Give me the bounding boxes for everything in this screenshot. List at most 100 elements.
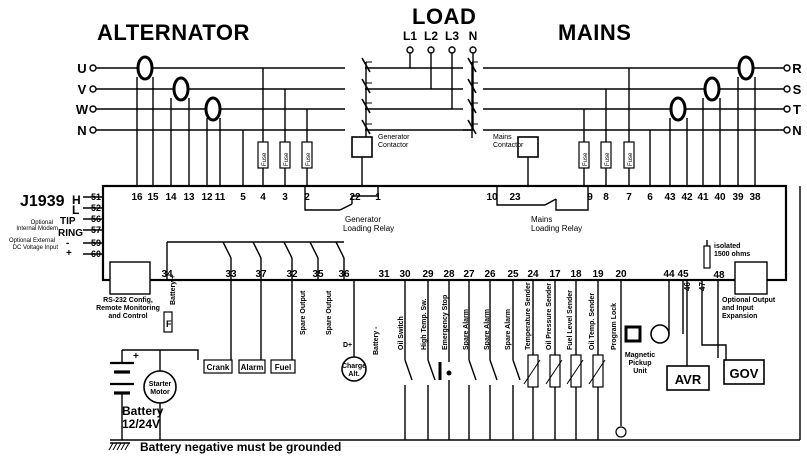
terminal-pin-top: 13: [183, 192, 195, 203]
mains-header: MAINS: [558, 20, 632, 45]
phase-label-left: N: [77, 123, 86, 138]
current-transformer: [204, 96, 222, 122]
pickup-wire: [668, 280, 684, 334]
modem-note: Internal Modem: [16, 226, 58, 232]
terminal-pin-bottom: 33: [225, 269, 237, 280]
terminal-pin-bottom: 37: [255, 269, 267, 280]
isolation-resistor: [703, 245, 711, 269]
oil-switch-label: Oil Switch: [398, 316, 405, 350]
magnetic-pickup-label: Pickup: [629, 360, 652, 367]
terminal-pin-top: 3: [282, 192, 288, 203]
avr-box: [666, 365, 710, 391]
alternator-header: ALTERNATOR: [97, 20, 250, 45]
terminal-pin-top: 41: [697, 192, 709, 203]
terminal-pin-top: 11: [215, 192, 226, 203]
phase-label-right: R: [792, 61, 802, 76]
phase-label-right: S: [793, 82, 802, 97]
fuse-label: Fuse: [583, 152, 589, 166]
terminal-pin-top: 16: [131, 192, 143, 203]
spare-alarm-2-label: Spare Alarm: [484, 309, 491, 350]
fuel-relay: [270, 359, 296, 374]
terminal-pin-top: 42: [681, 192, 693, 203]
mains-contactor-label: Contactor: [493, 142, 524, 149]
fuse-label: Fuse: [605, 152, 611, 166]
high-temp-label: High Temp. Sw.: [421, 299, 428, 350]
charge-alternator-label: Alt.: [348, 371, 359, 378]
terminal-pin-top: 14: [165, 192, 177, 203]
rs232-label: Remote Monitoring: [96, 305, 160, 312]
phase-label-right: N: [792, 123, 801, 138]
relay-output-contact: [335, 241, 345, 259]
fuel-level-sender-label: Fuel Level Sender: [567, 290, 574, 350]
charge-dplus: D+: [343, 342, 352, 349]
phase-label-left: U: [77, 61, 86, 76]
fuse-label: Fuse: [284, 152, 290, 166]
terminal-pin-bottom: 31: [378, 269, 390, 280]
load-terminal-label: L3: [445, 29, 459, 43]
starter-motor-label: Motor: [150, 389, 170, 396]
terminal-pin-top: 12: [201, 192, 213, 203]
bus-terminal-left: [89, 105, 97, 113]
load-terminal: [469, 46, 477, 54]
ground-symbol: [116, 442, 122, 451]
alarm-relay-label: Alarm: [241, 363, 264, 372]
terminal-pin-top: 23: [509, 192, 521, 203]
program-lock-node: [615, 426, 627, 438]
load-terminal-label: N: [469, 29, 478, 43]
terminal-pin-bottom: 20: [615, 269, 627, 280]
starter-motor-label: Starter: [149, 381, 172, 388]
terminal-pin-top: 22: [349, 192, 361, 203]
terminal-pin-top: 10: [486, 192, 498, 203]
ground-symbol: [120, 442, 126, 451]
battery-fuse-label: F: [166, 319, 172, 329]
gov-wire: [701, 280, 727, 360]
ring-label: RING: [58, 228, 83, 239]
ground-symbol: [112, 442, 118, 451]
mains-relay-wire: [496, 186, 589, 211]
j1939-title: J1939: [20, 193, 65, 210]
generator-contactor-label: Generator: [378, 134, 410, 141]
gov-box: [723, 359, 765, 385]
bus-terminal-right: [783, 126, 791, 134]
ground-note: Battery negative must be grounded: [140, 440, 341, 454]
generator-contactor-label: Contactor: [378, 142, 409, 149]
load-header: LOAD: [412, 4, 477, 29]
terminal-pin-bottom: 18: [570, 269, 582, 280]
current-transformer: [703, 76, 721, 102]
terminal-pin-bottom: 45: [677, 269, 689, 280]
modem-note: Optional: [31, 220, 53, 226]
terminal-pin-bottom: 30: [399, 269, 411, 280]
rs232-label: RS-232 Config,: [103, 297, 153, 304]
crank-relay: [203, 359, 233, 374]
gov-label: GOV: [730, 366, 759, 381]
input-switch: [404, 359, 413, 381]
terminal-pin-side: 52: [91, 203, 101, 213]
terminal-pin-top: 2: [304, 192, 310, 203]
current-transformer: [669, 96, 687, 122]
crank-relay-label: Crank: [207, 363, 230, 372]
ground-symbol: [108, 442, 114, 451]
isolation-label: 1500 ohms: [714, 251, 750, 258]
mains-loading-relay-label: Mains: [531, 215, 552, 224]
fuse-label: Fuse: [306, 152, 312, 166]
bus-terminal-left: [89, 85, 97, 93]
battery-plus: +: [133, 351, 139, 362]
expansion-label: Optional Output: [722, 297, 776, 304]
gov-pin2: 48: [713, 270, 725, 281]
terminal-pin-bottom: 34: [161, 269, 173, 280]
input-switch: [427, 359, 436, 381]
terminal-pin-top: 4: [260, 192, 266, 203]
j1939-l: L: [72, 203, 79, 217]
terminal-pin-bottom: 25: [507, 269, 519, 280]
current-transformer: [172, 76, 190, 102]
terminal-pin-top: 40: [714, 192, 726, 203]
terminal-pin-side: 59: [91, 238, 101, 248]
current-transformer: [136, 55, 154, 81]
bus-terminal-right: [783, 105, 791, 113]
gov-pin: 47: [698, 282, 707, 291]
terminal-pin-bottom: 36: [338, 269, 350, 280]
spare-output-label: Spare Output: [326, 290, 333, 335]
dc-input-note: Optional External: [9, 238, 55, 244]
sender-arrow: [545, 359, 563, 385]
